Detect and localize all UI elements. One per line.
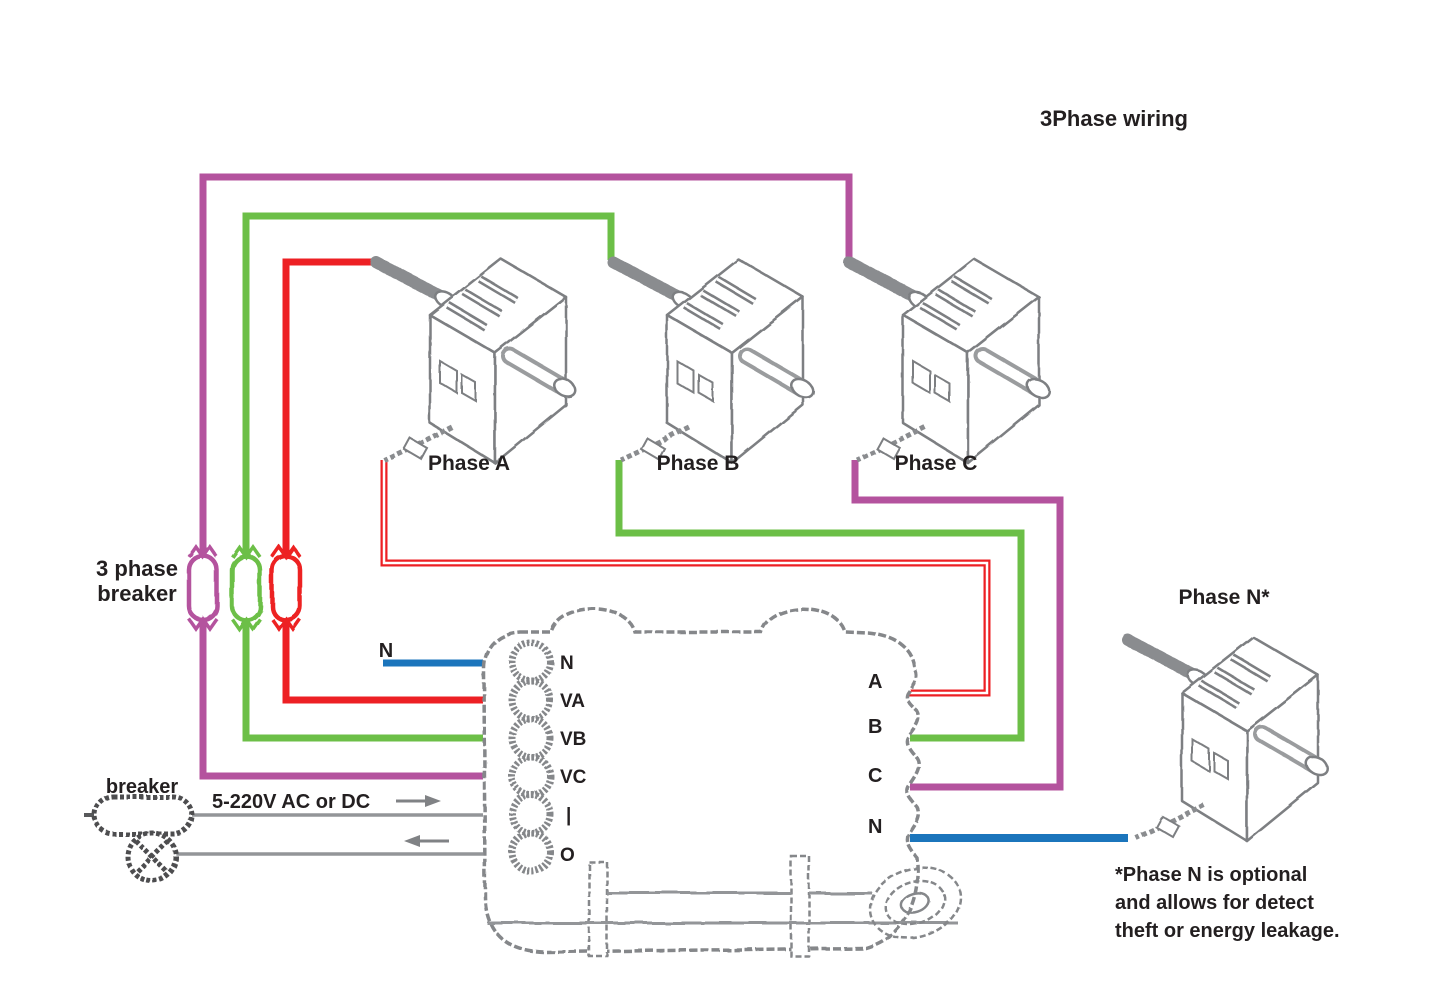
supply-wires bbox=[84, 795, 483, 856]
terminal-supply-pos-icon bbox=[508, 791, 554, 837]
page-title: 3Phase wiring bbox=[1040, 106, 1188, 131]
terminal-va-icon bbox=[508, 677, 554, 723]
meter-ct-label-b: B bbox=[868, 716, 882, 738]
supply-breaker-and-lamp bbox=[92, 794, 195, 884]
ct-label-phase-b: Phase B bbox=[657, 452, 740, 475]
breaker-pole-a-icon bbox=[269, 553, 303, 623]
breaker-pole-b-ruffle bbox=[230, 543, 262, 633]
meter-ct-label-n: N bbox=[868, 816, 882, 838]
terminal-n-icon bbox=[508, 639, 554, 685]
meter-terminal-label-vc: VC bbox=[560, 767, 587, 788]
footnote-line-1: *Phase N is optional bbox=[1115, 864, 1307, 886]
ct-phase-b bbox=[613, 259, 816, 463]
ct-label-phase-c: Phase C bbox=[895, 452, 978, 475]
meter-ct-label-c: C bbox=[868, 765, 882, 787]
meter-terminal-circles bbox=[508, 639, 554, 875]
breaker-pole-b-icon bbox=[229, 553, 263, 623]
footnote-line-3: theft or energy leakage. bbox=[1115, 920, 1340, 942]
ct-phase-c bbox=[849, 259, 1052, 463]
arrow-left-head bbox=[404, 835, 420, 847]
phase-a-voltage-wire bbox=[282, 258, 483, 704]
supply-voltage-label: 5-220V AC or DC bbox=[212, 791, 370, 813]
breaker-pole-c-icon bbox=[186, 553, 220, 623]
phase-b-voltage-wire bbox=[242, 212, 615, 742]
ct-label-phase-a: Phase A bbox=[428, 452, 510, 475]
footnote-line-2: and allows for detect bbox=[1115, 892, 1314, 914]
meter-left-foot bbox=[587, 860, 609, 958]
terminal-supply-neg-icon bbox=[508, 829, 554, 875]
breaker-pole-c-ruffle bbox=[187, 543, 219, 633]
energy-meter bbox=[482, 607, 962, 958]
supply-breaker-icon bbox=[92, 794, 195, 837]
diagram-labels: 3Phase wiring Phase A Phase B Phase C Ph… bbox=[96, 106, 1340, 942]
meter-terminal-label-vb: VB bbox=[560, 729, 586, 750]
breaker-pole-a-ruffle bbox=[270, 543, 302, 633]
ct-phase-a bbox=[376, 259, 579, 463]
phase-c-ct-wire bbox=[851, 460, 1064, 791]
ct-label-phase-n: Phase N* bbox=[1178, 586, 1270, 609]
terminal-vb-icon bbox=[508, 715, 554, 761]
coil-scribble-icon bbox=[868, 866, 962, 940]
breaker3-label-line2: breaker bbox=[97, 581, 177, 606]
phase-b-ct-wire bbox=[615, 460, 1025, 742]
voltage-bus-wires bbox=[199, 173, 853, 780]
meter-terminal-label-va: VA bbox=[560, 691, 585, 712]
supply-breaker-label: breaker bbox=[106, 776, 178, 798]
ct-phase-n bbox=[1128, 637, 1331, 841]
meter-ct-label-a: A bbox=[868, 671, 882, 693]
meter-terminal-label-bar: | bbox=[566, 805, 571, 826]
flow-arrow-right-icon bbox=[396, 795, 441, 807]
lamp-cross bbox=[134, 839, 170, 875]
meter-terminal-label-n: N bbox=[560, 653, 574, 674]
neutral-in-label: N bbox=[379, 640, 393, 662]
meter-terminal-label-o: O bbox=[560, 845, 575, 866]
breaker3-label-line1: 3 phase bbox=[96, 556, 178, 581]
arrow-right-head bbox=[425, 795, 441, 807]
terminal-vc-icon bbox=[508, 753, 554, 799]
three-phase-breaker bbox=[186, 543, 303, 633]
meter-right-foot bbox=[789, 854, 811, 958]
flow-arrow-left-icon bbox=[404, 835, 449, 847]
phase-a-ct-wire-core bbox=[382, 460, 989, 695]
ct-secondary-wires bbox=[380, 460, 1128, 842]
phase-c-voltage-wire bbox=[199, 173, 853, 780]
